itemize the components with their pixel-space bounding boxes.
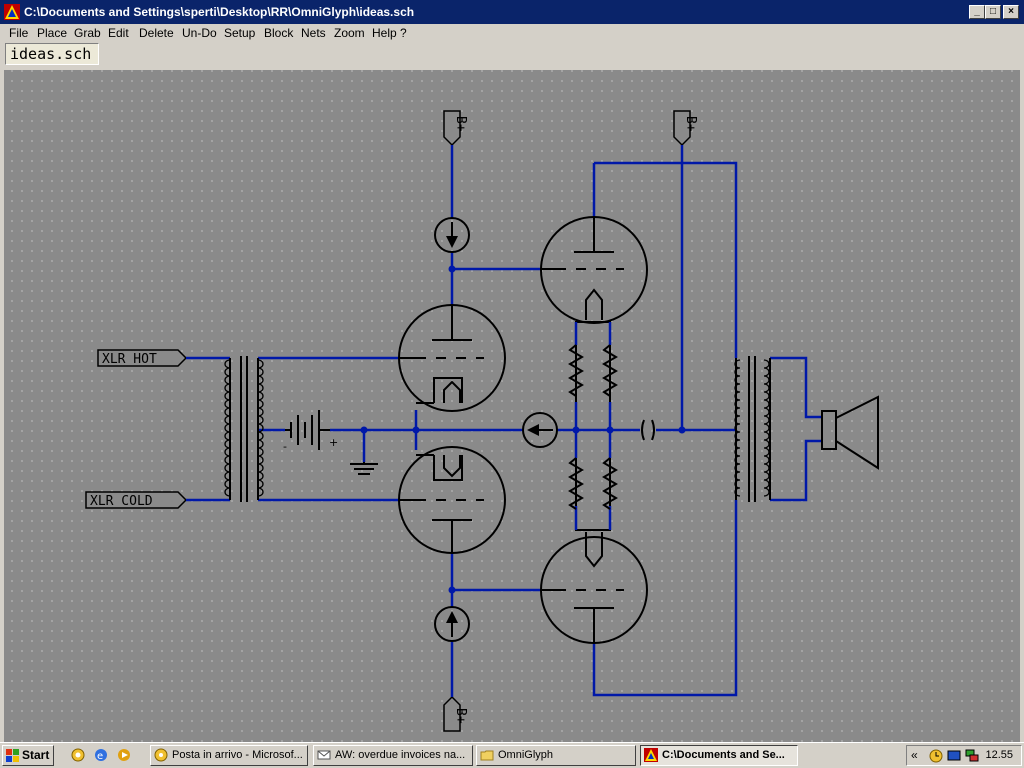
battery-minus-label: - xyxy=(283,440,287,453)
maximize-button[interactable]: □ xyxy=(985,5,1001,19)
clock-tray-icon[interactable] xyxy=(929,749,943,763)
window-title: C:\Documents and Settings\sperti\Desktop… xyxy=(24,5,415,19)
resistor-ladder[interactable] xyxy=(568,322,618,530)
b-plus-supply-bottom[interactable]: B+ xyxy=(443,695,468,732)
start-button[interactable]: Start xyxy=(2,745,54,766)
battery-plus-label: + xyxy=(329,436,338,449)
menu-grab[interactable]: Grab xyxy=(74,26,101,40)
omniglyph-task-icon xyxy=(644,748,658,762)
close-button[interactable]: × xyxy=(1003,5,1019,19)
svg-text:e: e xyxy=(97,751,103,762)
taskbar: Start e Posta in arrivo - Microsof... AW… xyxy=(0,742,1024,768)
b-plus-supply-top-right[interactable]: B+ xyxy=(673,110,698,147)
menu-zoom[interactable]: Zoom xyxy=(334,26,365,40)
start-label: Start xyxy=(22,748,50,762)
title-bar: C:\Documents and Settings\sperti\Desktop… xyxy=(0,0,1024,24)
b-plus-supply-top-left[interactable]: B+ xyxy=(443,110,468,147)
menu-file[interactable]: File xyxy=(9,26,29,40)
canvas-right-frame xyxy=(1020,70,1024,742)
system-tray: « 12.55 xyxy=(906,745,1022,766)
triode-output-bottom[interactable] xyxy=(540,532,648,644)
input-transformer[interactable] xyxy=(224,356,264,502)
battery-symbol[interactable]: - + xyxy=(283,410,338,453)
network-tray-icon[interactable] xyxy=(965,749,979,763)
current-source-top[interactable] xyxy=(434,217,470,253)
xlr-cold-connector[interactable]: XLR COLD xyxy=(85,491,188,509)
output-transformer[interactable] xyxy=(734,356,771,502)
menu-delete[interactable]: Delete xyxy=(139,26,174,40)
schematic-wires[interactable] xyxy=(186,145,822,697)
triode-output-top[interactable] xyxy=(540,216,648,531)
svg-text:B+: B+ xyxy=(683,116,698,132)
omniglyph-app-icon[interactable] xyxy=(4,4,20,20)
current-source-middle[interactable] xyxy=(522,412,558,448)
svg-text:B+: B+ xyxy=(453,708,468,724)
junction-dots xyxy=(360,265,686,594)
xlr-cold-label: XLR COLD xyxy=(90,494,153,509)
svg-text:B+: B+ xyxy=(453,116,468,132)
document-tab[interactable]: ideas.sch xyxy=(5,43,99,65)
media-player-quicklaunch-icon[interactable] xyxy=(116,747,132,763)
task-ideas-sch[interactable]: C:\Documents and Se... xyxy=(640,745,798,766)
windows-logo-icon xyxy=(6,749,19,762)
taskbar-clock[interactable]: 12.55 xyxy=(985,749,1013,761)
menu-help[interactable]: Help ? xyxy=(372,26,407,40)
monitor-tray-icon[interactable] xyxy=(947,749,961,763)
xlr-hot-label: XLR HOT xyxy=(102,352,157,367)
menu-setup[interactable]: Setup xyxy=(224,26,256,40)
menu-place[interactable]: Place xyxy=(37,26,68,40)
minimize-button[interactable]: _ xyxy=(969,5,985,19)
current-source-bottom[interactable] xyxy=(434,606,470,642)
xlr-hot-connector[interactable]: XLR HOT xyxy=(97,349,188,367)
envelope-icon xyxy=(317,750,331,760)
triode-input-top[interactable] xyxy=(398,304,506,412)
internet-explorer-quicklaunch-icon[interactable]: e xyxy=(93,747,109,763)
folder-icon xyxy=(480,750,494,761)
menu-block[interactable]: Block xyxy=(264,26,294,40)
schematic-canvas[interactable]: XLR HOT XLR COLD B+ B+ B+ xyxy=(4,70,1020,742)
speaker-symbol[interactable] xyxy=(821,395,879,470)
outlook-icon xyxy=(154,748,168,762)
task-mail-inbox[interactable]: Posta in arrivo - Microsof... xyxy=(150,745,308,766)
tray-expand-chevron-icon[interactable]: « xyxy=(911,748,918,762)
coupling-capacitor[interactable] xyxy=(641,419,655,441)
outlook-quicklaunch-icon[interactable] xyxy=(70,747,86,763)
schematic-drawing[interactable]: XLR HOT XLR COLD B+ B+ B+ xyxy=(4,70,1020,742)
triode-input-bottom[interactable] xyxy=(398,446,506,554)
menu-undo[interactable]: Un-Do xyxy=(182,26,217,40)
task-omniglyph-folder[interactable]: OmniGlyph xyxy=(476,745,636,766)
task-mail-message[interactable]: AW: overdue invoices na... xyxy=(313,745,473,766)
menu-edit[interactable]: Edit xyxy=(108,26,129,40)
menu-nets[interactable]: Nets xyxy=(301,26,326,40)
menu-bar: File Place Grab Edit Delete Un-Do Setup … xyxy=(0,24,1024,42)
ground-symbol[interactable] xyxy=(350,462,378,475)
